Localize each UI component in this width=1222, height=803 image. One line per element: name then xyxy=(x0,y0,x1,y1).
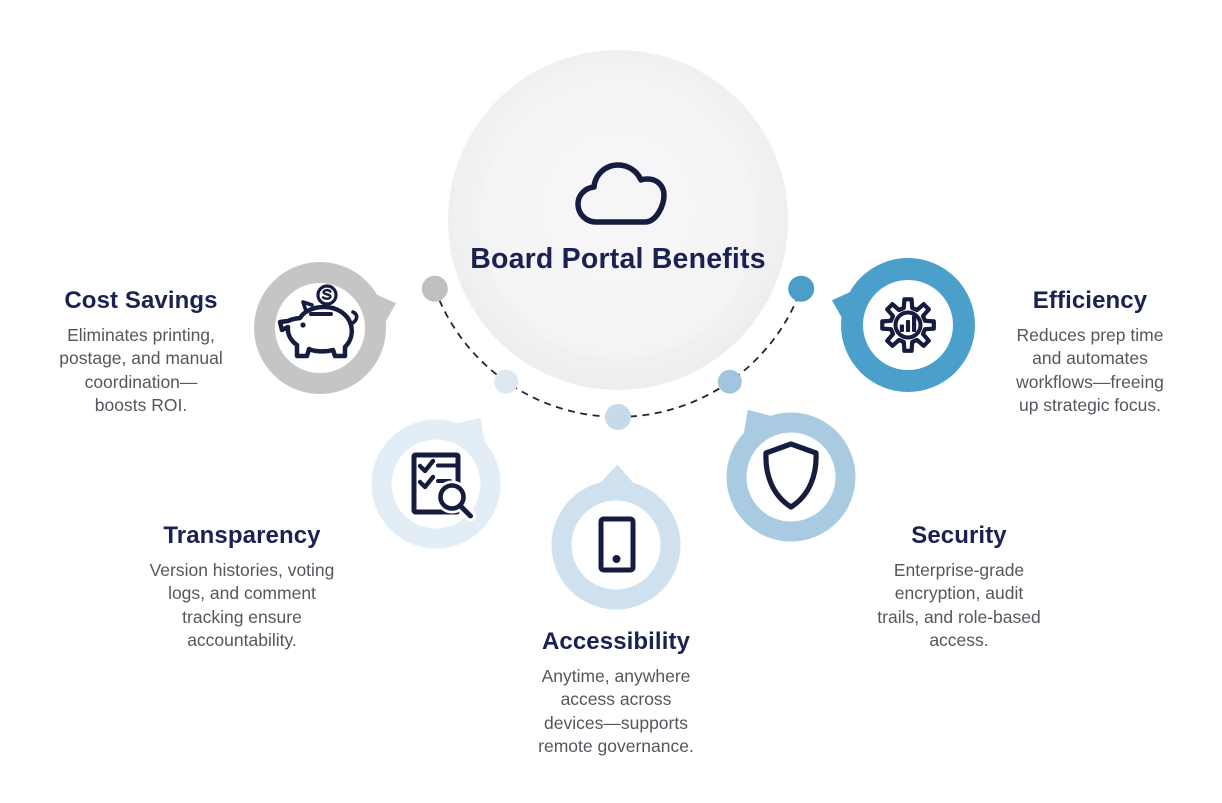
diagram-title: Board Portal Benefits xyxy=(470,243,766,275)
benefit-description: Enterprise-grade encryption, audit trail… xyxy=(877,560,1041,651)
arc-dot-transparency xyxy=(494,369,519,394)
benefit-title: Accessibility xyxy=(541,628,691,655)
benefit-security: Security Enterprise-grade encryption, au… xyxy=(849,522,1069,653)
benefit-ring-accessibility xyxy=(551,464,681,610)
benefit-ring-efficiency xyxy=(831,258,975,392)
mobile-phone-icon xyxy=(598,516,636,573)
benefit-ring-cost-savings xyxy=(254,262,397,394)
gear-chart-icon xyxy=(880,297,936,353)
benefit-ring-transparency xyxy=(371,417,501,549)
benefit-transparency: Transparency Version histories, voting l… xyxy=(122,522,362,653)
shield-icon xyxy=(763,441,819,510)
benefit-description: Anytime, anywhere access across devices—… xyxy=(538,666,694,757)
benefit-efficiency: Efficiency Reduces prep time and automat… xyxy=(978,287,1202,418)
benefit-description: Eliminates printing, postage, and manual… xyxy=(59,325,223,416)
benefit-description: Reduces prep time and automates workflow… xyxy=(1016,325,1164,416)
ring xyxy=(371,419,501,549)
benefit-cost-savings: Cost Savings Eliminates printing, postag… xyxy=(21,287,261,418)
cloud-icon xyxy=(575,162,667,225)
benefit-title: Efficiency xyxy=(1032,287,1148,314)
arc-dot-cost-savings xyxy=(421,275,448,302)
ring xyxy=(254,262,386,394)
benefit-title: Security xyxy=(911,522,1007,549)
document-search-icon xyxy=(411,452,476,522)
arc-dot-accessibility xyxy=(605,404,631,430)
piggy-bank-icon xyxy=(277,284,359,359)
benefit-description: Version histories, voting logs, and comm… xyxy=(149,560,335,651)
arc-dot-efficiency xyxy=(788,275,815,302)
benefit-title: Cost Savings xyxy=(64,287,218,314)
benefit-accessibility: Accessibility Anytime, anywhere access a… xyxy=(496,628,736,759)
benefit-ring-security xyxy=(726,409,856,542)
benefit-title: Transparency xyxy=(163,522,321,549)
arc-dot-security xyxy=(717,369,742,394)
